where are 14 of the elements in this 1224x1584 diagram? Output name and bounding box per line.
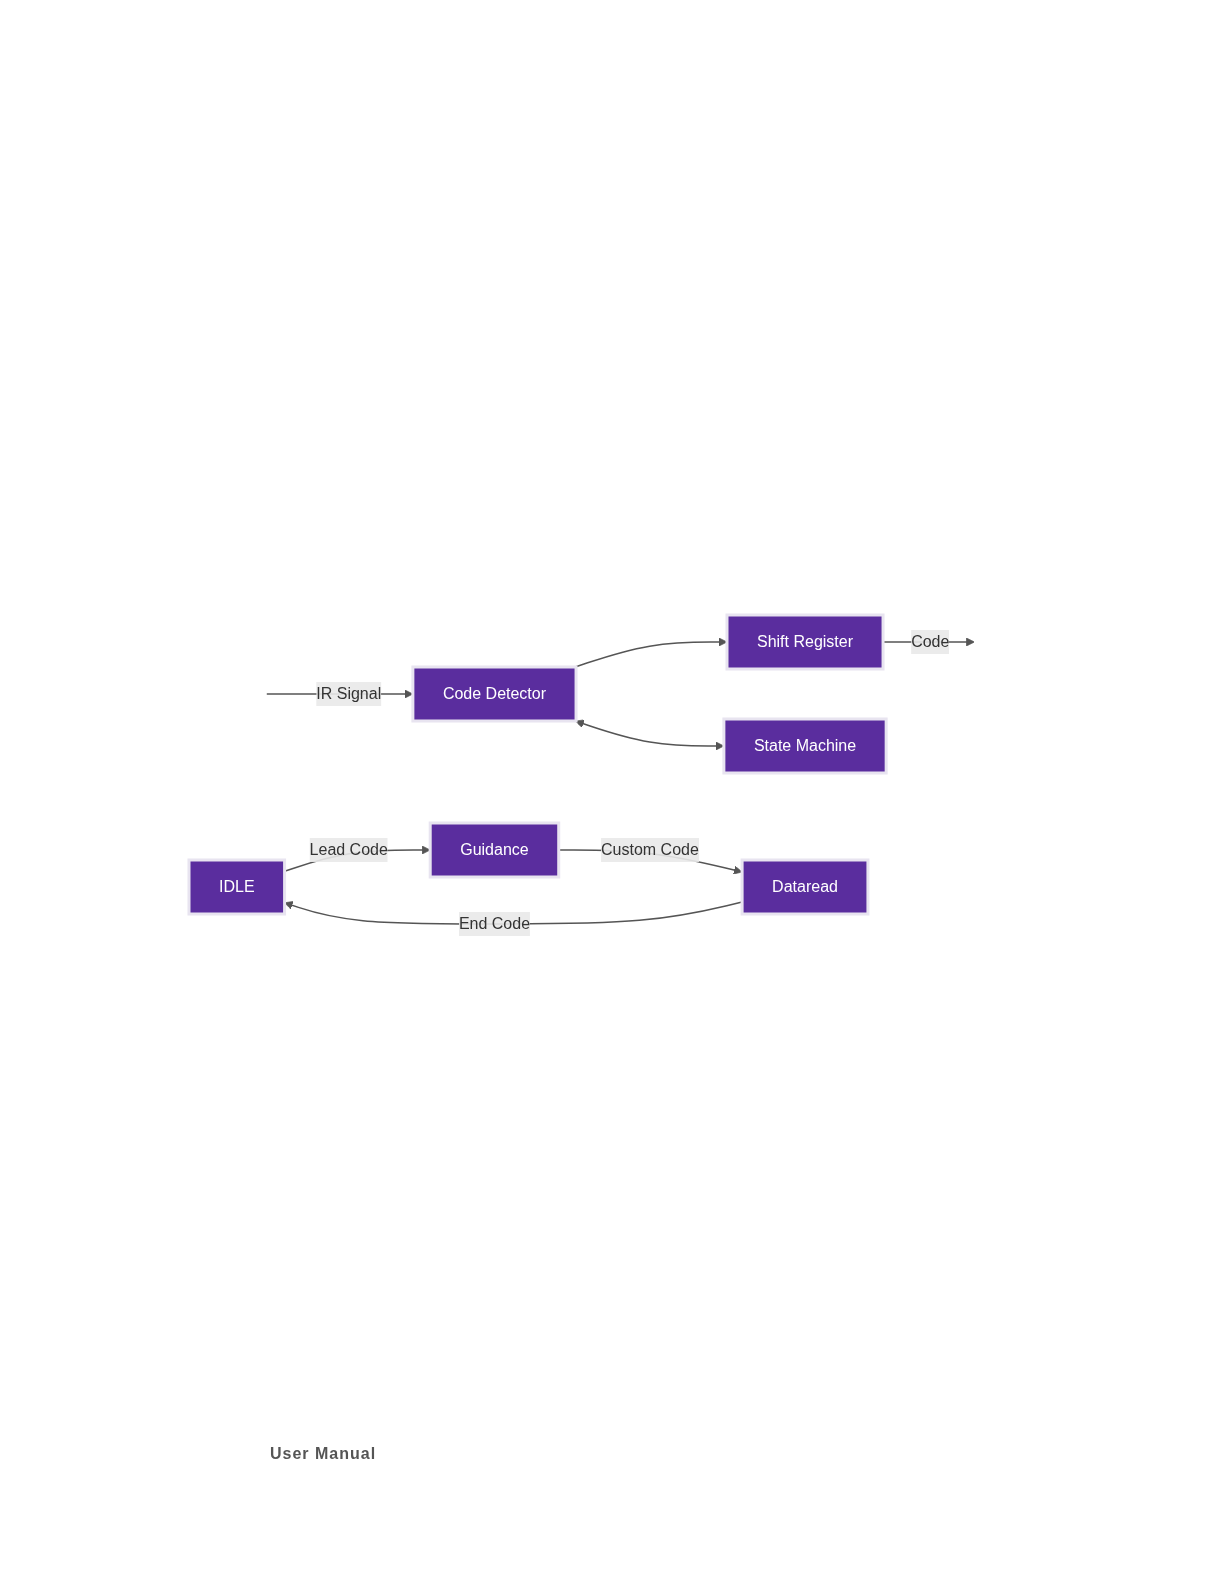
edge-label: Code — [911, 632, 950, 650]
node-box: State Machine — [722, 717, 888, 774]
edge-label: IR Signal — [316, 684, 382, 702]
edge-label: Lead Code — [309, 840, 389, 858]
edge-label: Custom Code — [601, 840, 700, 858]
node-box: IDLE — [187, 858, 287, 915]
node-box: Dataread — [740, 858, 870, 915]
node-box: Shift Register — [725, 613, 885, 670]
arrow — [574, 637, 728, 668]
footer-text: User Manual — [270, 1445, 377, 1463]
arrow — [575, 718, 725, 750]
edge-label: End Code — [459, 914, 531, 932]
node-box: Guidance — [429, 821, 561, 878]
node-box: Code Detector — [411, 665, 578, 722]
